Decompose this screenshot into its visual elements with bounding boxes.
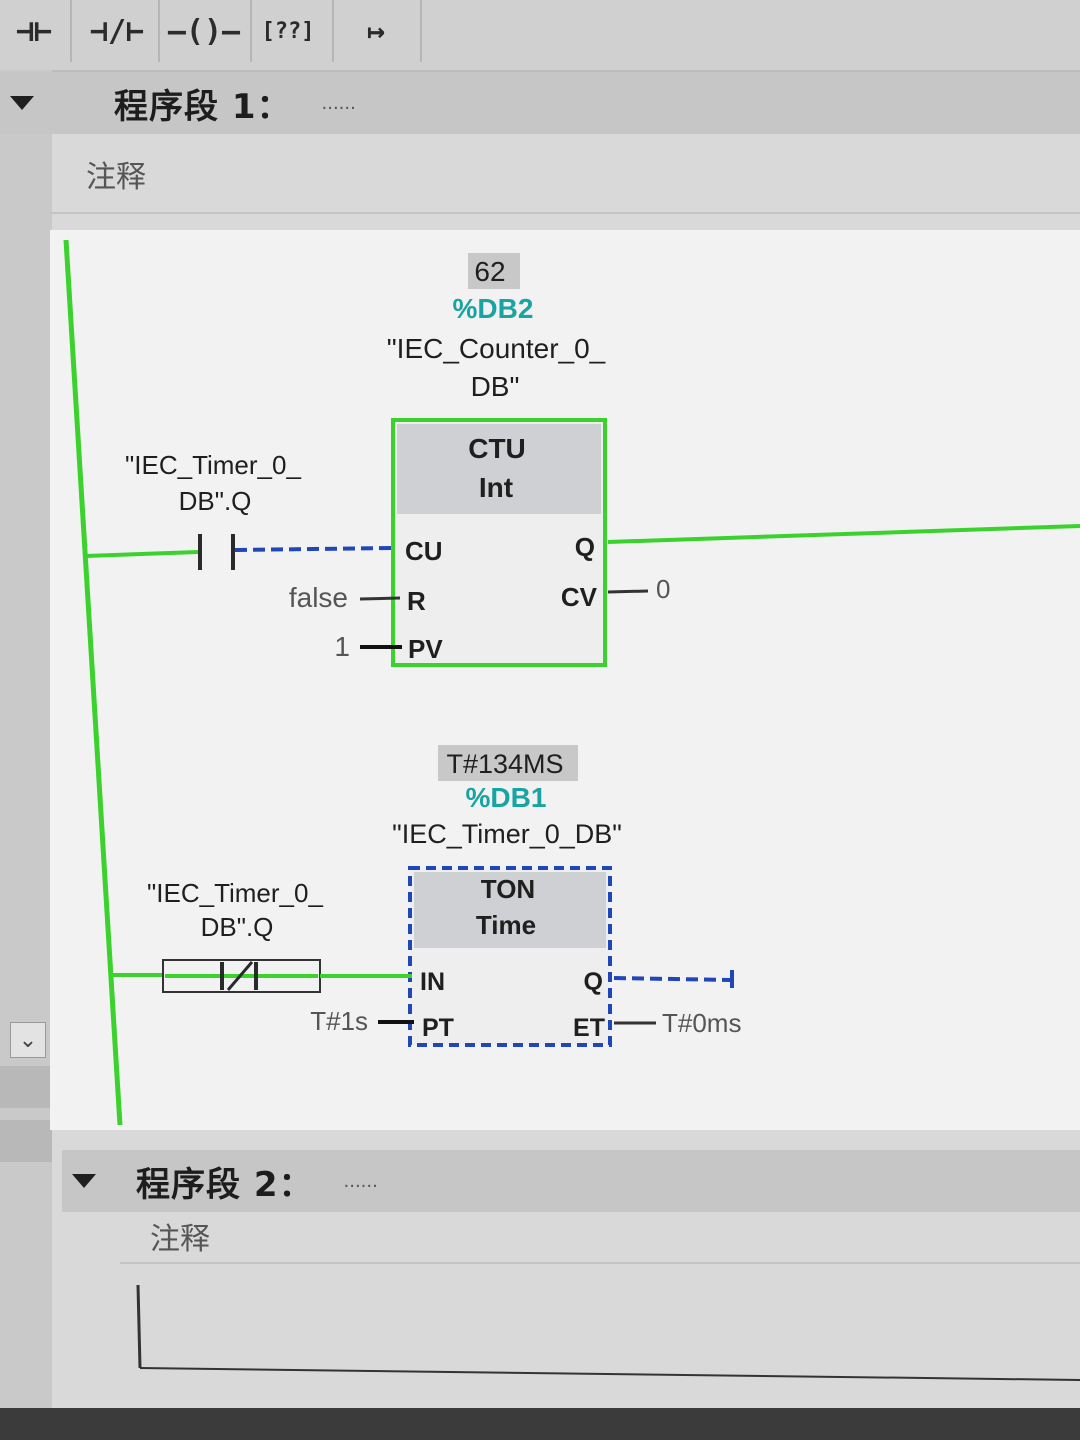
toolbar-separator bbox=[70, 0, 72, 62]
separator bbox=[120, 1262, 1080, 1264]
network-2-rung bbox=[139, 1367, 1080, 1381]
counter-db-name-line1[interactable]: "IEC_Counter_0_ bbox=[387, 333, 606, 364]
collapse-arrow-icon[interactable] bbox=[72, 1174, 96, 1188]
rung-wire bbox=[85, 550, 199, 558]
counter-contact-label-line2: DB".Q bbox=[179, 486, 252, 516]
timer-contact-label-line1[interactable]: "IEC_Timer_0_ bbox=[147, 878, 323, 908]
network-2-title: 程序段 2： bbox=[136, 1164, 314, 1205]
ctu-cv-value[interactable]: 0 bbox=[656, 574, 670, 604]
ctu-header bbox=[397, 424, 601, 514]
ctu-pin-r: R bbox=[407, 586, 426, 616]
toolbar-separator bbox=[158, 0, 160, 62]
ctu-type: CTU bbox=[468, 433, 526, 464]
network-2-comment[interactable]: 注释 bbox=[150, 1222, 210, 1257]
dashed-wire bbox=[234, 546, 394, 552]
ctu-pin-cv: CV bbox=[561, 582, 598, 612]
empty-box-icon[interactable]: [??] bbox=[261, 18, 315, 44]
toolbar-separator bbox=[250, 0, 252, 62]
ton-pin-in: IN bbox=[420, 968, 445, 996]
ton-pin-pt: PT bbox=[422, 1014, 454, 1042]
counter-value-badge bbox=[468, 253, 520, 289]
ton-pin-q: Q bbox=[584, 968, 603, 996]
nc-contact-icon[interactable]: ⊣/⊢ bbox=[89, 13, 145, 49]
power-rail bbox=[63, 239, 123, 1126]
ladder-toolbar: ⊣⊢ ⊣/⊢ –()– [??] ↦ bbox=[0, 0, 1080, 72]
network-1-dots: ...... bbox=[321, 92, 356, 114]
timer-value-badge bbox=[438, 745, 578, 781]
network-2-rail bbox=[136, 1284, 142, 1369]
ton-type: TON bbox=[481, 874, 535, 904]
counter-value: 62 bbox=[474, 256, 505, 287]
network-1-comment[interactable]: 注释 bbox=[86, 160, 146, 195]
counter-db-address[interactable]: %DB2 bbox=[453, 293, 534, 324]
ctu-pin-cu: CU bbox=[405, 536, 443, 566]
open-branch-icon[interactable]: ↦ bbox=[366, 13, 386, 49]
nc-contact-icon[interactable] bbox=[162, 959, 321, 993]
counter-db-name-line2: DB" bbox=[471, 371, 520, 402]
timer-db-address[interactable]: %DB1 bbox=[466, 782, 547, 813]
toolbar-separator bbox=[332, 0, 334, 62]
scroll-down-button[interactable]: ⌄ bbox=[10, 1022, 46, 1058]
network-2-dots: ...... bbox=[343, 1170, 378, 1192]
ctu-pv-value[interactable]: 1 bbox=[334, 631, 350, 662]
separator bbox=[50, 212, 1080, 214]
ctu-r-value[interactable]: false bbox=[289, 582, 348, 613]
ton-header bbox=[414, 872, 606, 948]
ctu-pin-q: Q bbox=[575, 532, 595, 562]
timer-contact-label-line2: DB".Q bbox=[201, 912, 274, 942]
network-1-header[interactable]: 程序段 1： ...... bbox=[0, 72, 1080, 134]
ton-pt-value[interactable]: T#1s bbox=[310, 1006, 368, 1036]
toolbar-separator bbox=[420, 0, 422, 62]
rail-strip bbox=[0, 1120, 52, 1162]
rail-strip bbox=[0, 1066, 52, 1108]
ton-datatype[interactable]: Time bbox=[476, 910, 536, 940]
ton-pin-et: ET bbox=[573, 1014, 605, 1042]
ctu-cv-wire bbox=[607, 589, 649, 594]
coil-icon[interactable]: –()– bbox=[167, 13, 241, 49]
ton-et-value[interactable]: T#0ms bbox=[662, 1008, 741, 1038]
timer-db-name[interactable]: "IEC_Timer_0_DB" bbox=[392, 819, 622, 849]
left-rail bbox=[0, 70, 52, 1440]
collapse-arrow-icon[interactable] bbox=[10, 96, 34, 110]
network-2-header[interactable]: 程序段 2： ...... bbox=[62, 1150, 1080, 1212]
ton-q-output-wire bbox=[613, 976, 733, 982]
ctu-datatype[interactable]: Int bbox=[479, 472, 513, 503]
counter-contact-label-line1[interactable]: "IEC_Timer_0_ bbox=[125, 450, 301, 480]
no-contact-icon[interactable]: ⊣⊢ bbox=[15, 13, 53, 49]
timer-value: T#134MS bbox=[446, 749, 563, 779]
no-contact-icon[interactable] bbox=[198, 534, 235, 570]
ctu-pin-pv: PV bbox=[408, 634, 443, 664]
bottom-bar bbox=[0, 1408, 1080, 1440]
ctu-r-wire bbox=[359, 596, 401, 601]
network-1-title: 程序段 1： bbox=[114, 86, 292, 127]
ctu-q-output-wire bbox=[607, 524, 1080, 544]
